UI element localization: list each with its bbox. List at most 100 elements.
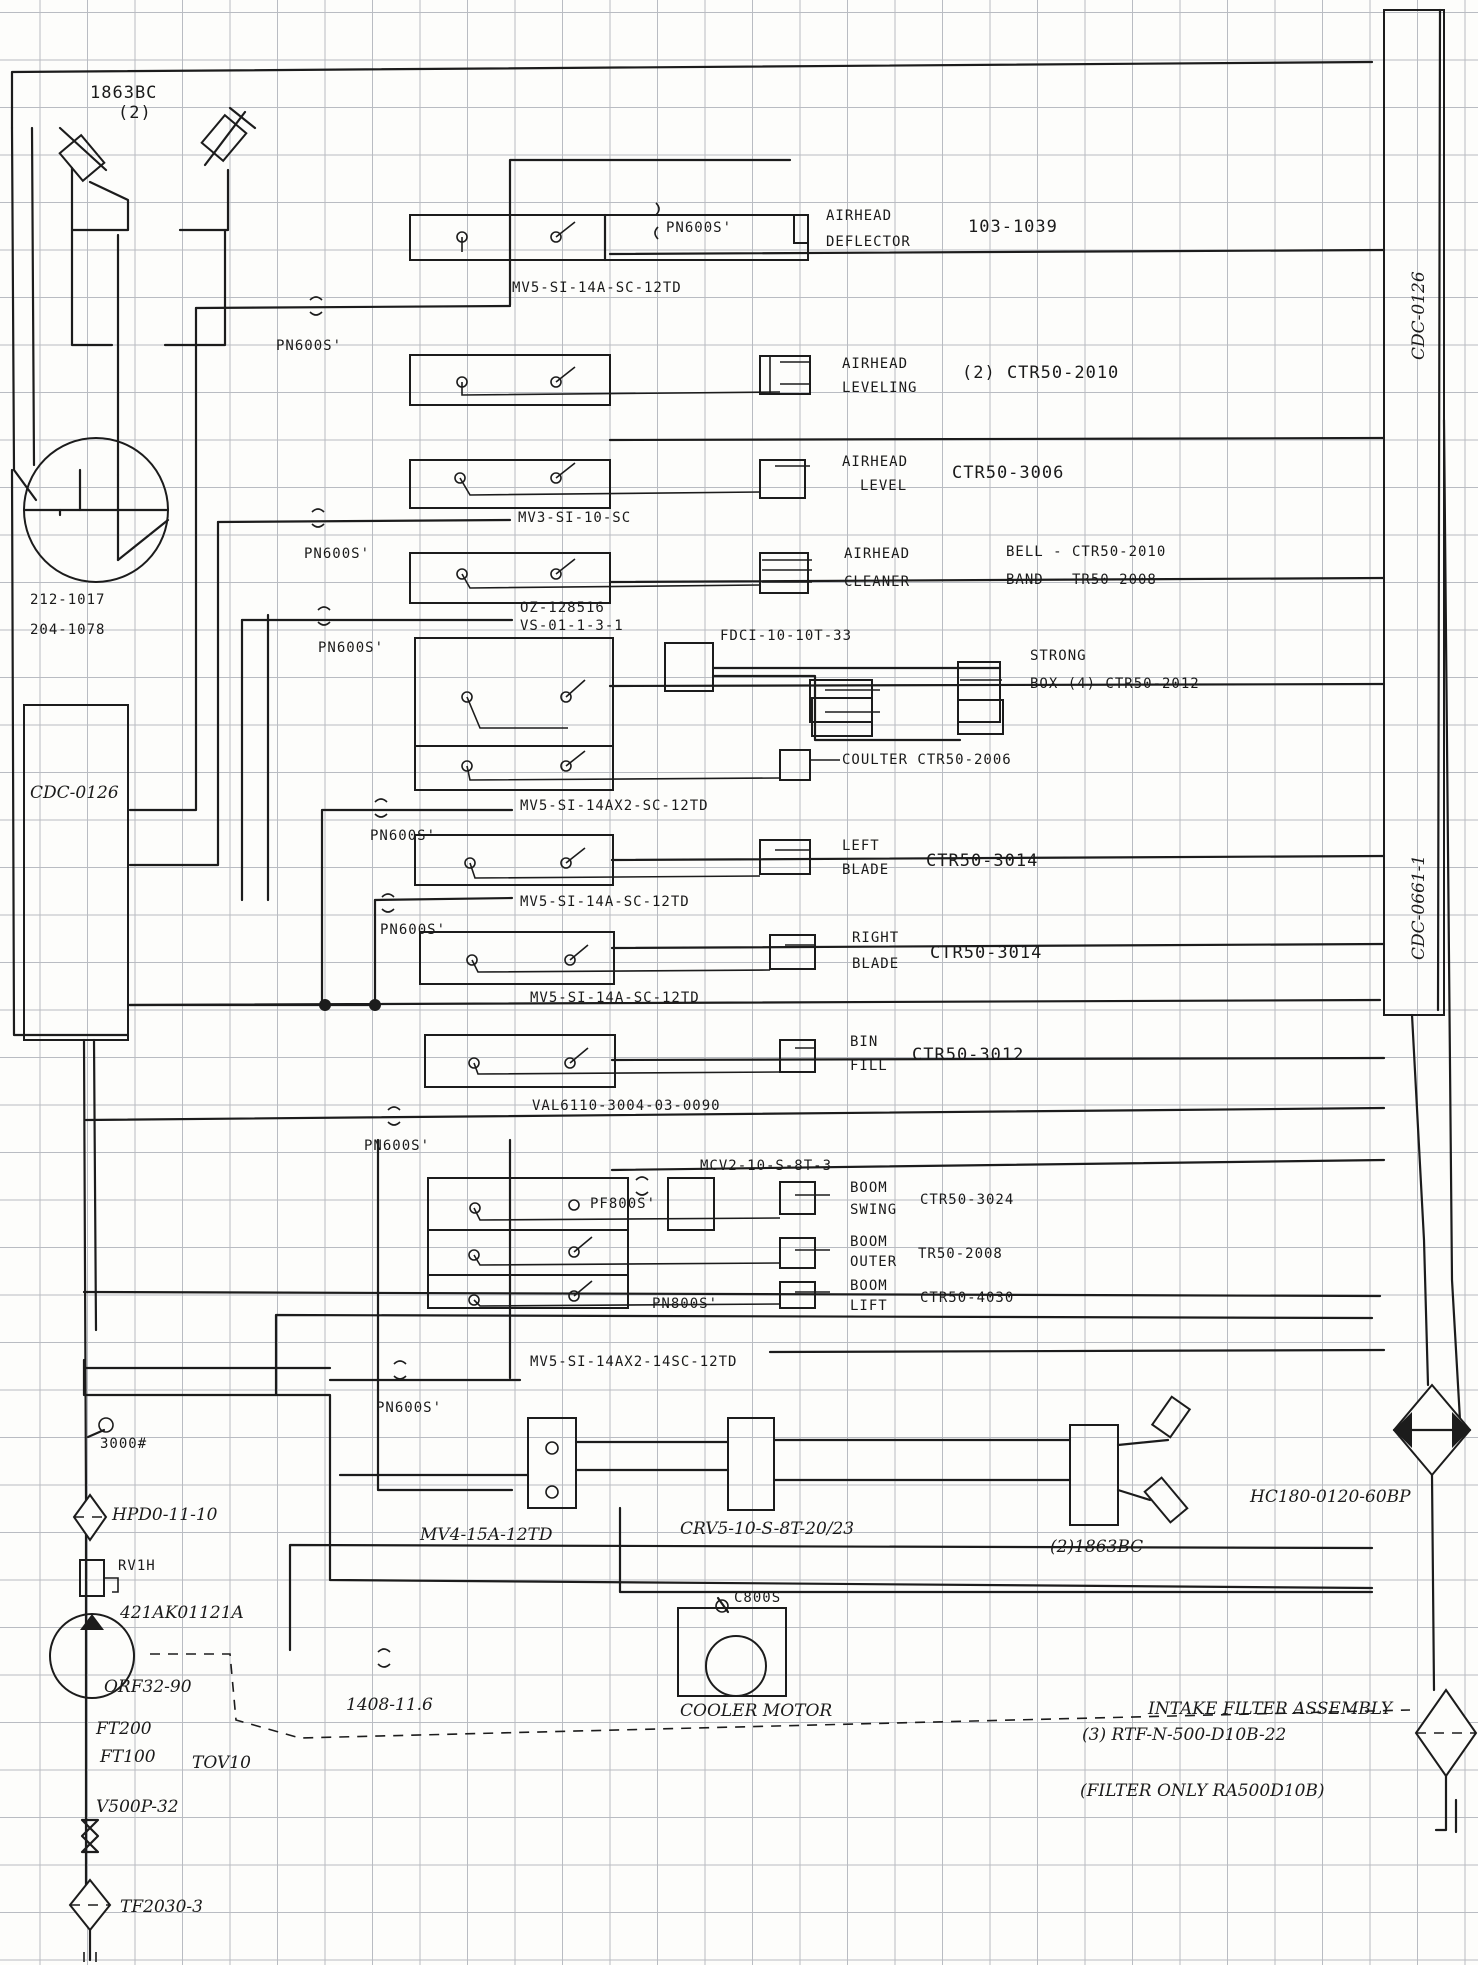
label-intake-filter-part: (3) RTF-N-500-D10B-22 — [1082, 1725, 1286, 1745]
valve-block-10-boom — [427, 1177, 830, 1309]
label-pn600s-7: PN600S' — [364, 1138, 430, 1154]
label-pn600s-6: PN600S' — [380, 922, 446, 938]
label-lamp-top-left-qty: (2) — [118, 103, 152, 123]
label-boom-lift-2: LIFT — [850, 1298, 888, 1314]
label-ft100: FT100 — [99, 1747, 156, 1767]
cooler-motor — [677, 1596, 787, 1697]
label-mv5-si-14ax2-14sc-12td: MV5-SI-14AX2-14SC-12TD — [530, 1354, 737, 1370]
label-ctr50-3024: CTR50-3024 — [920, 1192, 1014, 1208]
orifice-marks — [309, 202, 660, 1668]
valve-block-5-strong-box — [414, 637, 1004, 747]
label-pn600s-5: PN600S' — [370, 828, 436, 844]
label-airhead-leveling-2: LEVELING — [842, 380, 917, 396]
lamp-pair-top-left — [58, 106, 257, 477]
valve-block-7-left-blade — [414, 834, 811, 886]
label-v500p: V500P-32 — [96, 1797, 179, 1817]
supply-components — [49, 1417, 135, 1962]
electric-motor — [22, 437, 170, 583]
label-cooler-motor: COOLER MOTOR — [680, 1701, 832, 1721]
label-ctr50-4030: CTR50-4030 — [920, 1290, 1014, 1306]
label-airhead-level-2: LEVEL — [860, 478, 907, 494]
valve-block-3-level — [409, 459, 810, 509]
label-ctr50-3014-b: CTR50-3014 — [930, 943, 1042, 963]
label-ctr50-3006: CTR50-3006 — [952, 463, 1064, 483]
label-orf: ORF32-90 — [104, 1677, 192, 1697]
return-lines — [608, 248, 1386, 1354]
label-airhead-deflector-2: DEFLECTOR — [826, 234, 911, 250]
lamp-pair-bottom-right — [1069, 1395, 1192, 1526]
label-gauge-3000: 3000# — [100, 1436, 147, 1452]
label-cdc-0126-right: CDC-0126 — [1409, 271, 1429, 360]
label-bell-ctr50-2010: BELL - CTR50-2010 — [1006, 544, 1166, 560]
label-pn600s-2: PN600S' — [276, 338, 342, 354]
valve-block-8-right-blade — [419, 931, 816, 985]
label-airhead-leveling-1: AIRHEAD — [842, 356, 908, 372]
label-motor-212-1017: 212-1017 — [30, 592, 105, 608]
label-mcv2: MCV2-10-S-8T-3 — [700, 1158, 832, 1174]
label-left-blade-1: LEFT — [842, 838, 880, 854]
label-pn600s-3: PN600S' — [304, 546, 370, 562]
label-boom-outer-2: OUTER — [850, 1254, 897, 1270]
label-right-blade-1: RIGHT — [852, 930, 899, 946]
label-ctr50-3014-a: CTR50-3014 — [926, 851, 1038, 871]
label-oz-2: VS-01-1-3-1 — [520, 618, 624, 634]
label-boom-lift-1: BOOM — [850, 1278, 888, 1294]
label-boom-swing-1: BOOM — [850, 1180, 888, 1196]
label-airhead-cleaner-1: AIRHEAD — [844, 546, 910, 562]
label-mv5-si-14ax2-sc-12td: MV5-SI-14AX2-SC-12TD — [520, 798, 709, 814]
label-intake-filter-only: (FILTER ONLY RA500D10B) — [1080, 1781, 1325, 1801]
heat-exchanger — [1392, 1383, 1472, 1692]
valve-block-2-leveling — [409, 354, 811, 406]
label-c800s: C800S — [734, 1590, 781, 1606]
label-mv3-si-10-sc: MV3-SI-10-SC — [518, 510, 631, 526]
label-boom-outer-1: BOOM — [850, 1234, 888, 1250]
label-bin-fill-1: BIN — [850, 1034, 878, 1050]
label-tf2030: TF2030-3 — [120, 1897, 203, 1917]
label-to-v10: TOV10 — [192, 1753, 251, 1773]
label-fdci: FDCI-10-10T-33 — [720, 628, 852, 644]
label-pn800s: PN800S' — [652, 1296, 718, 1312]
valve-block-6-coulter — [414, 745, 840, 791]
label-lamp-top-left: 1863BC — [90, 83, 157, 103]
label-1408: 1408-11.6 — [346, 1695, 433, 1715]
label-tr50-2008: TR50-2008 — [918, 1246, 1003, 1262]
label-boom-swing-2: SWING — [850, 1202, 897, 1218]
label-pn600s-4: PN600S' — [318, 640, 384, 656]
label-cdc-0661-right: CDC-0661-1 — [1409, 855, 1429, 960]
label-pf800s: PF800S' — [590, 1196, 656, 1212]
label-rv1h: RV1H — [118, 1558, 156, 1574]
valve-crv5 — [727, 1417, 1072, 1511]
valve-mv4 — [338, 1417, 1374, 1594]
left-tank-column — [23, 704, 129, 1041]
label-band-tr50-2008: BAND - TR50-2008 — [1006, 572, 1157, 588]
label-intake-filter-title: INTAKE FILTER ASSEMBLY — [1147, 1699, 1394, 1719]
label-strong-box-1: STRONG — [1030, 648, 1087, 664]
label-val: VAL6110-3004-03-0090 — [532, 1098, 721, 1114]
label-hpd0: HPD0-11-10 — [111, 1505, 218, 1525]
trunk-lines — [10, 8, 1462, 1892]
case-drain-line — [150, 1653, 1411, 1739]
valve-block-4-cleaner — [409, 552, 812, 604]
feed-lines — [82, 158, 1386, 1590]
label-bin-fill-2: FILL — [850, 1058, 888, 1074]
label-right-blade-2: BLADE — [852, 956, 899, 972]
label-coulter: COULTER CTR50-2006 — [842, 752, 1012, 768]
valve-block-9-bin-fill — [424, 1034, 816, 1088]
label-left-blade-2: BLADE — [842, 862, 889, 878]
label-mv5-si-14a-sc-12td-b: MV5-SI-14A-SC-12TD — [520, 894, 690, 910]
label-ft200: FT200 — [95, 1719, 152, 1739]
label-airhead-deflector-1: AIRHEAD — [826, 208, 892, 224]
labels: 1863BC (2) PN600S' AIRHEAD DEFLECTOR 103… — [30, 83, 1429, 1917]
label-lamp-bottom-right: (2)1863BC — [1050, 1537, 1143, 1557]
valve-block-1-deflector — [409, 213, 809, 262]
label-mv5-si-14a-sc-12td-c: MV5-SI-14A-SC-12TD — [530, 990, 700, 1006]
label-airhead-cleaner-2: CLEANER — [844, 574, 910, 590]
label-motor-204-1078: 204-1078 — [30, 622, 105, 638]
label-oz-1: OZ-128516 — [520, 600, 605, 616]
return-filter — [1414, 1688, 1478, 1834]
label-mv4: MV4-15A-12TD — [419, 1525, 553, 1545]
label-pn600s-1: PN600S' — [666, 220, 732, 236]
label-ctr50-3012: CTR50-3012 — [912, 1045, 1024, 1065]
label-part-103-1039: 103-1039 — [968, 217, 1058, 237]
